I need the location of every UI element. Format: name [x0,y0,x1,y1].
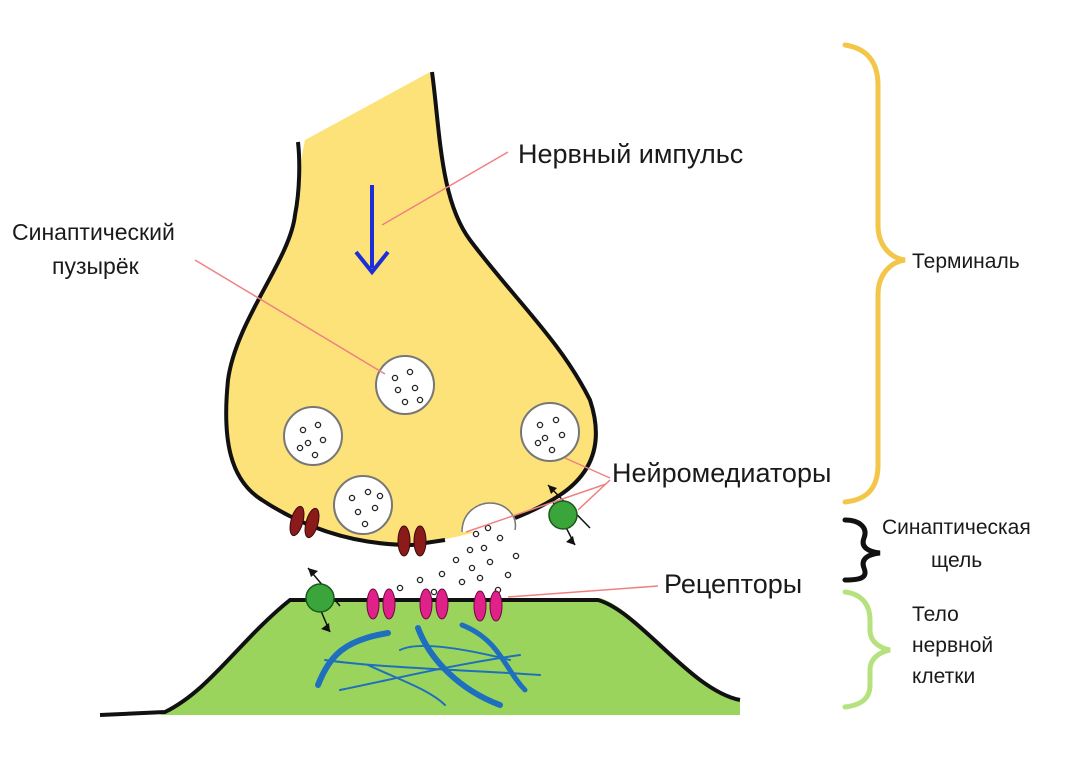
cell-membrane [99,598,741,717]
down-arrow-icon [354,185,390,276]
body-brace [842,589,891,710]
leader-lines [194,151,659,598]
presynaptic-channels [289,505,427,557]
label-receptors: Рецепторы [664,569,802,599]
label-body-2: нервной [912,634,993,657]
released-neurotransmitters [396,524,520,596]
label-cleft-1: Синаптическая [882,516,1031,539]
label-body-3: клетки [912,665,975,688]
label-impulse: Нервный импульс [518,139,743,169]
transporter-lower [305,567,341,633]
receptors-group [366,588,503,622]
cytoskeleton [315,622,541,708]
label-neurotransmitters: Нейромедиаторы [612,458,831,488]
fusing-vesicle [461,502,517,533]
label-cleft-2: щель [931,549,982,572]
label-body-1: Тело [912,603,959,626]
terminal-brace [842,42,906,505]
transporter-upper [547,484,591,546]
cleft-brace [842,517,881,583]
vesicle-contents [296,368,566,528]
label-terminal: Терминаль [912,250,1020,273]
cell-body [160,598,740,715]
terminal-membrane-right [430,71,598,520]
label-vesicle-2: пузырёк [52,253,140,279]
label-vesicle-1: Синаптический [12,219,175,245]
